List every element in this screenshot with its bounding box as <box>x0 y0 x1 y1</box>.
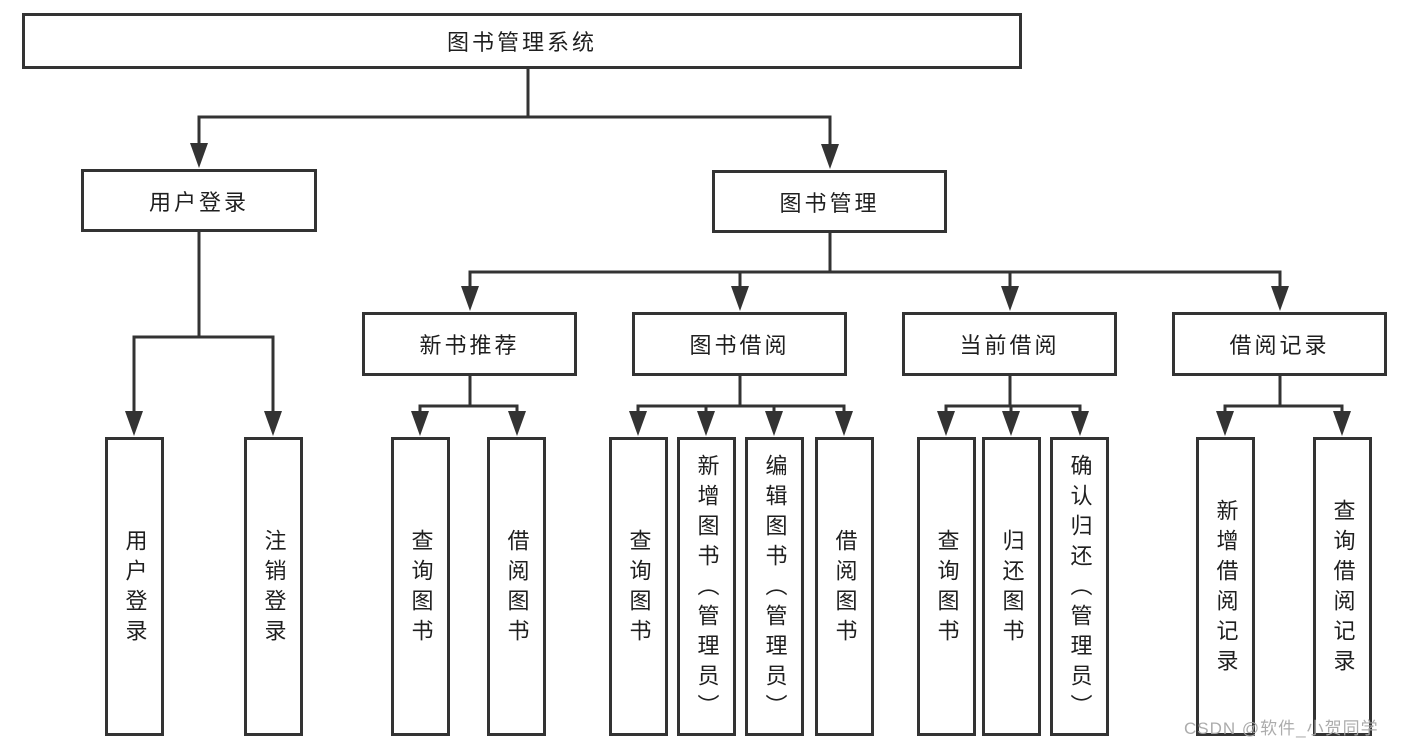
leaf-logout: 注销登录 <box>244 437 303 736</box>
wire-borrowrecord-to-leaves <box>1223 374 1344 420</box>
leaf-borrow-books-recommend: 借阅图书 <box>487 437 546 736</box>
leaf-query-books-current: 查询图书 <box>917 437 976 736</box>
leaf-query-books-borrow: 查询图书 <box>609 437 668 736</box>
node-label: 图书管理系统 <box>446 30 597 55</box>
node-new-book-recommend: 新书推荐 <box>362 312 577 376</box>
arrowheads <box>125 143 1351 436</box>
csdn-watermark: CSDN @软件_小贺同学 <box>1184 719 1379 738</box>
node-label: 图书管理 <box>779 190 880 216</box>
node-current-borrow: 当前借阅 <box>902 312 1117 376</box>
node-label: 当前借阅 <box>959 333 1060 358</box>
node-label: 借阅记录 <box>1229 333 1330 358</box>
node-root-library-system: 图书管理系统 <box>22 13 1022 69</box>
leaf-query-books-recommend: 查询图书 <box>391 437 450 736</box>
leaf-borrow-books-borrow: 借阅图书 <box>815 437 874 736</box>
wire-bookmgmt-to-level3 <box>468 231 1282 295</box>
node-book-management: 图书管理 <box>712 170 947 233</box>
wire-bookborrow-to-leaves <box>636 374 846 420</box>
wire-newbook-to-leaves <box>418 374 519 420</box>
node-label: 图书借阅 <box>689 333 790 358</box>
node-book-borrow: 图书借阅 <box>632 312 847 376</box>
wire-userlogin-to-leaves <box>132 230 275 420</box>
node-label: 新书推荐 <box>419 333 520 358</box>
leaf-edit-book-admin: 编辑图书（管理员） <box>745 437 804 736</box>
leaf-add-borrow-record: 新增借阅记录 <box>1196 437 1255 736</box>
leaf-query-borrow-record: 查询借阅记录 <box>1313 437 1372 736</box>
wire-root-to-level2 <box>197 67 832 152</box>
leaf-add-book-admin: 新增图书（管理员） <box>677 437 736 736</box>
node-label: 用户登录 <box>148 189 249 215</box>
node-borrow-record: 借阅记录 <box>1172 312 1387 376</box>
leaf-return-book: 归还图书 <box>982 437 1041 736</box>
node-user-login: 用户登录 <box>81 169 317 232</box>
leaf-confirm-return-admin: 确认归还（管理员） <box>1050 437 1109 736</box>
leaf-user-login: 用户登录 <box>105 437 164 736</box>
